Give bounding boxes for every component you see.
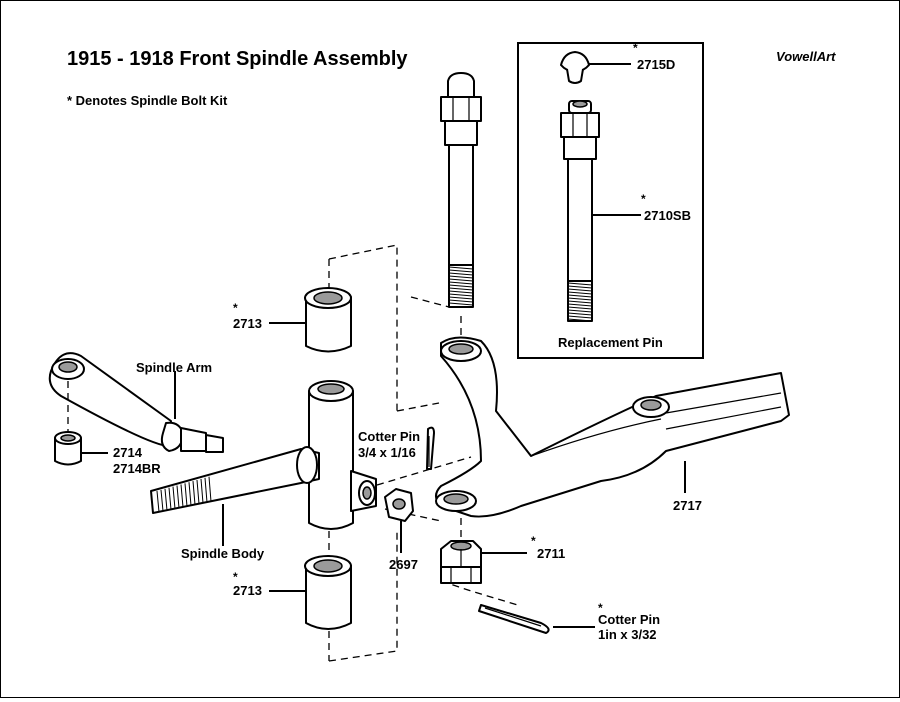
castle-nut-2711-icon [440, 540, 482, 584]
thread-line [448, 293, 474, 297]
replacement-pin-box [517, 42, 704, 359]
thread-line [567, 282, 593, 286]
label-2715d: 2715D [637, 57, 675, 72]
thread-line [567, 315, 593, 319]
replacement-pin-caption: Replacement Pin [558, 335, 663, 350]
bushing-upper-icon [304, 287, 352, 353]
nut-2697-icon [384, 488, 414, 522]
label-2714: 2714 [113, 445, 143, 460]
thread-line [448, 278, 474, 282]
thread-line [567, 309, 593, 313]
thread-line [448, 299, 474, 303]
thread-line [176, 485, 180, 509]
label-2717: 2717 [673, 498, 702, 513]
thread-line [448, 284, 474, 288]
thread-line [448, 275, 474, 279]
asterisk-2713-lower: * [233, 570, 238, 584]
alignment-line [328, 244, 398, 411]
bushing-lower-icon [304, 555, 352, 630]
alignment-line [328, 531, 398, 662]
label-cotter-pin-large: Cotter Pin [598, 612, 660, 627]
thread-line [448, 281, 474, 285]
thread-line [567, 318, 593, 322]
thread-line [180, 484, 184, 508]
asterisk-2711: * [531, 534, 536, 548]
spindle-body-icon [150, 380, 377, 530]
front-axle-2717-icon [435, 336, 790, 518]
asterisk-2713-upper: * [233, 301, 238, 315]
thread-line [567, 303, 593, 307]
thread-line [448, 302, 474, 306]
thread-line [448, 266, 474, 270]
asterisk-cotter-pin-large: * [598, 601, 603, 615]
label-spindle-arm: Spindle Arm [136, 360, 212, 375]
thread-line [567, 306, 593, 310]
diagram-title: 1915 - 1918 Front Spindle Assembly [67, 48, 408, 70]
thread-line [168, 487, 172, 510]
asterisk-2710sb: * [641, 192, 646, 206]
thread-line [204, 477, 208, 503]
label-2713-upper: 2713 [233, 316, 262, 331]
grease-cap-2715d-icon [560, 51, 590, 84]
alignment-line [440, 580, 522, 607]
alignment-line [410, 296, 450, 308]
label-2711: 2711 [537, 546, 565, 561]
thread-lines-bolt [448, 266, 474, 306]
brand-signature: VowellArt [776, 49, 836, 64]
thread-line [184, 483, 188, 507]
thread-line [567, 285, 593, 289]
thread-line [192, 481, 196, 505]
thread-line [567, 291, 593, 295]
label-2697: 2697 [389, 557, 418, 572]
thread-line [567, 297, 593, 301]
spindle-arm-icon [48, 352, 224, 453]
thread-lines-2710sb [567, 282, 593, 322]
thread-line [156, 490, 160, 513]
thread-line [567, 294, 593, 298]
thread-lines-spindle [156, 476, 212, 513]
thread-line [567, 288, 593, 292]
thread-line [448, 272, 474, 276]
label-cotter-pin-small-size: 3/4 x 1/16 [358, 445, 416, 460]
label-2713-lower: 2713 [233, 583, 262, 598]
alignment-line [384, 508, 442, 522]
cotter-pin-large-icon [478, 604, 550, 634]
label-cotter-pin-large-size: 1in x 3/32 [598, 627, 657, 642]
thread-line [448, 287, 474, 291]
asterisk-2715d: * [633, 41, 638, 55]
spindle-bolt-icon [440, 72, 482, 308]
label-2714br: 2714BR [113, 461, 161, 476]
label-spindle-body: Spindle Body [181, 546, 265, 561]
thread-line [448, 269, 474, 273]
label-cotter-pin-small: Cotter Pin [358, 429, 420, 444]
thread-line [160, 489, 164, 512]
thread-line [567, 312, 593, 316]
kit-note: * Denotes Spindle Bolt Kit [67, 93, 228, 108]
thread-line [208, 476, 212, 502]
thread-line [188, 482, 192, 506]
alignment-line [376, 456, 472, 486]
label-2710sb: 2710SB [644, 208, 691, 223]
thread-line [448, 290, 474, 294]
thread-line [196, 479, 200, 505]
thread-line [448, 296, 474, 300]
bushing-2714-icon [54, 431, 82, 466]
thread-line [567, 300, 593, 304]
replacement-pin-2710sb-icon [560, 100, 600, 322]
cotter-pin-small-icon [426, 426, 435, 470]
alignment-line [396, 402, 440, 412]
thread-line [200, 478, 204, 504]
thread-line [164, 488, 168, 511]
thread-line [172, 486, 176, 509]
